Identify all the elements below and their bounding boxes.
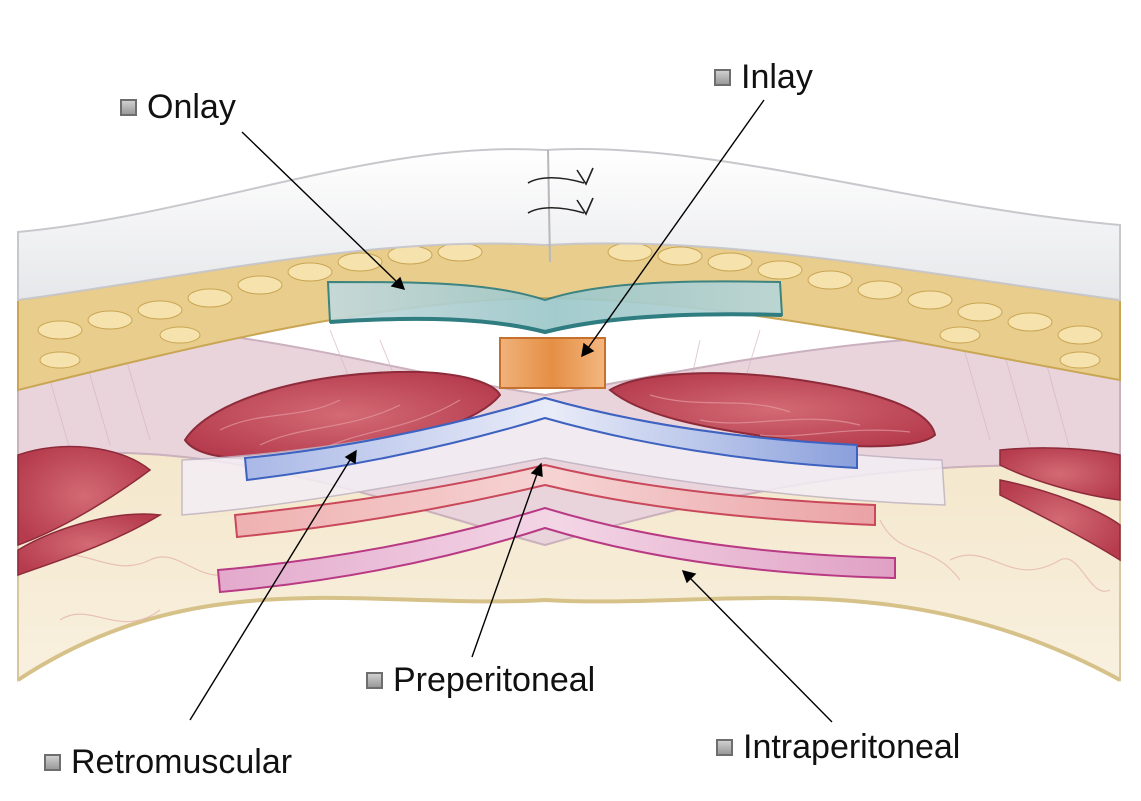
left-oblique-muscle [17, 445, 152, 547]
intraperitoneal-mesh [216, 506, 896, 594]
onlay-label: Onlay [120, 90, 236, 124]
square-bullet-icon [366, 671, 383, 689]
preperitoneal-label-text: Preperitoneal [393, 661, 596, 699]
peritoneum-line [16, 595, 1121, 682]
square-bullet-icon [44, 753, 61, 771]
intraperitoneal-leader [689, 577, 833, 723]
retromuscular-arrowhead [344, 449, 357, 465]
retromuscular-mesh-top [243, 396, 858, 482]
preperitoneal-arrowhead [530, 462, 543, 477]
square-bullet-icon [716, 738, 733, 756]
right-oblique-muscle-2 [999, 479, 1121, 562]
skin-layer [17, 147, 1121, 302]
left-oblique-muscle-2 [17, 513, 163, 577]
onlay-leader [241, 131, 398, 283]
leader-lines [189, 99, 833, 723]
inlay-label: Inlay [714, 60, 813, 94]
fat-lobules [37, 242, 1103, 369]
inlay-leader [587, 99, 765, 349]
square-bullet-icon [120, 98, 137, 116]
skin-incision [547, 149, 551, 263]
muscle-fibers [219, 394, 911, 451]
inlay-label-text: Inlay [741, 58, 813, 96]
intraperitoneal-label-text: Intraperitoneal [743, 728, 961, 766]
onlay-mesh-edge [329, 312, 783, 335]
square-bullet-icon [714, 68, 731, 86]
retromuscular-leader [189, 459, 351, 721]
inlay-mesh [499, 337, 606, 389]
preperitoneal-label: Preperitoneal [366, 663, 595, 697]
intraperitoneal-label: Intraperitoneal [716, 730, 960, 764]
sutures [527, 167, 594, 216]
onlay-label-text: Onlay [147, 88, 236, 126]
preperitoneal-leader [471, 473, 538, 658]
onlay-arrowhead [390, 276, 406, 290]
right-rectus-muscle [608, 372, 937, 448]
retromuscular-label: Retromuscular [44, 745, 292, 779]
intraperitoneal-arrowhead [681, 570, 697, 584]
preperitoneal-mesh [233, 463, 876, 539]
inlay-arrowhead [581, 342, 595, 358]
retromuscular-label-text: Retromuscular [71, 743, 293, 781]
right-oblique-muscle [999, 447, 1121, 501]
